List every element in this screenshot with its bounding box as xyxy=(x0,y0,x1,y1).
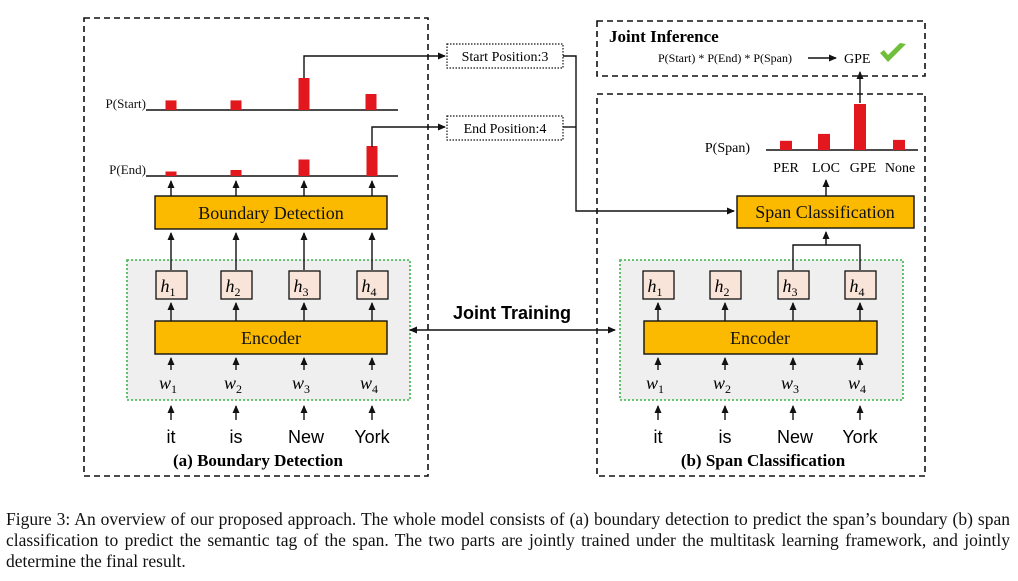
joint-inference-frame xyxy=(596,20,926,77)
boundary-detection-label: Boundary Detection xyxy=(198,203,343,223)
start-to-span-connector xyxy=(563,55,735,215)
p-start-label: P(Start) xyxy=(106,96,146,111)
p-span-label: P(Span) xyxy=(705,141,750,156)
p-start-bar xyxy=(165,100,177,110)
span-classification-box xyxy=(736,195,915,229)
encoder-to-hidden-arrows-a xyxy=(167,302,376,321)
p-start-bar xyxy=(230,100,242,110)
span-class-labels: PER LOC GPE None xyxy=(773,161,915,176)
start-connector xyxy=(303,52,446,78)
hidden-box xyxy=(777,270,810,300)
p-span-bar xyxy=(893,139,905,150)
token: it xyxy=(654,427,663,447)
end-position-box xyxy=(446,115,564,141)
input-label: w2 xyxy=(713,373,731,396)
encoder-box-a xyxy=(154,320,388,355)
p-span-bar xyxy=(780,140,792,150)
encoder-label-b: Encoder xyxy=(730,328,790,348)
span-classification-label: Span Classification xyxy=(755,202,894,222)
hidden-label: h2 xyxy=(715,276,730,299)
panel-a-tokens: it is New York xyxy=(167,427,391,447)
panel-b-title: (b) Span Classification xyxy=(681,451,846,470)
hidden-label: h3 xyxy=(294,276,309,299)
p-span-bar xyxy=(818,133,830,150)
panel-a-title: (a) Boundary Detection xyxy=(173,451,344,470)
input-to-encoder-arrows-b xyxy=(654,357,864,370)
joint-training-label: Joint Training xyxy=(453,303,571,323)
panel-a-hidden-states: h1 h2 h3 h4 xyxy=(155,270,389,300)
hidden-label: h3 xyxy=(783,276,798,299)
encoder-label-a: Encoder xyxy=(241,328,301,348)
token: New xyxy=(288,427,325,447)
p-start-bar xyxy=(298,78,310,110)
end-connector xyxy=(371,123,446,147)
input-to-encoder-arrows-a xyxy=(167,357,376,370)
hidden-label: h2 xyxy=(226,276,241,299)
token-arrows-b xyxy=(654,405,864,420)
p-start-bars xyxy=(165,78,377,110)
hidden-label: h1 xyxy=(161,276,176,299)
p-end-bar xyxy=(366,146,378,176)
panel-b-inputs: w1 w2 w3 w4 xyxy=(646,373,866,396)
token: York xyxy=(842,427,878,447)
encoder-to-hidden-arrows-b xyxy=(654,302,864,321)
p-span-bars xyxy=(780,104,905,150)
input-label: w3 xyxy=(292,373,310,396)
input-label: w1 xyxy=(646,373,664,396)
hidden-box xyxy=(356,270,389,300)
class-label: GPE xyxy=(850,161,876,176)
hidden-box xyxy=(288,270,321,300)
hidden-label: h4 xyxy=(850,276,865,299)
panel-b-hidden-states: h1 h2 h3 h4 xyxy=(642,270,877,300)
boundary-detection-box xyxy=(154,195,388,230)
token-arrows-a xyxy=(167,405,376,420)
panel-a-frame xyxy=(83,17,429,477)
input-label: w2 xyxy=(224,373,242,396)
hidden-box xyxy=(844,270,877,300)
panel-a-inputs: w1 w2 w3 w4 xyxy=(159,373,378,396)
end-position-label: End Position:4 xyxy=(464,122,547,137)
p-end-label: P(End) xyxy=(109,162,146,177)
boundary-to-pend-arrows xyxy=(167,180,376,196)
class-label: None xyxy=(885,161,915,176)
token: York xyxy=(354,427,390,447)
hidden-label: h4 xyxy=(362,276,377,299)
p-start-bar xyxy=(365,94,377,110)
token: is xyxy=(230,427,243,447)
hidden-label: h1 xyxy=(648,276,663,299)
p-end-bar xyxy=(165,171,177,176)
joint-inference-title: Joint Inference xyxy=(609,27,719,46)
joint-inference-result: GPE xyxy=(844,52,870,67)
token: it xyxy=(167,427,176,447)
panel-b-tokens: it is New York xyxy=(654,427,879,447)
class-label: PER xyxy=(773,161,799,176)
start-position-label: Start Position:3 xyxy=(462,50,549,65)
diagram: P(Start) P(End) Boundary Detection h1 h2… xyxy=(83,17,926,477)
hidden-to-boundary-arrows xyxy=(167,232,376,270)
encoder-box-b xyxy=(643,320,878,355)
input-label: w3 xyxy=(781,373,799,396)
hidden-box xyxy=(709,270,742,300)
token: is xyxy=(719,427,732,447)
hidden-box xyxy=(642,270,675,300)
input-label: w4 xyxy=(848,373,866,396)
input-label: w1 xyxy=(159,373,177,396)
p-end-bars xyxy=(165,146,378,176)
token: New xyxy=(777,427,814,447)
hidden-box xyxy=(155,270,188,300)
figure-caption: Figure 3: An overview of our proposed ap… xyxy=(6,509,1010,571)
p-span-bar xyxy=(854,104,866,150)
p-end-bar xyxy=(230,170,242,176)
class-label: LOC xyxy=(812,161,840,176)
panel-b-frame xyxy=(596,93,926,477)
input-label: w4 xyxy=(360,373,378,396)
joint-inference-formula: P(Start) * P(End) * P(Span) xyxy=(658,51,792,65)
hidden-box xyxy=(220,270,253,300)
checkmark-icon xyxy=(880,43,906,62)
p-end-bar xyxy=(298,159,310,176)
start-position-box xyxy=(446,43,564,69)
